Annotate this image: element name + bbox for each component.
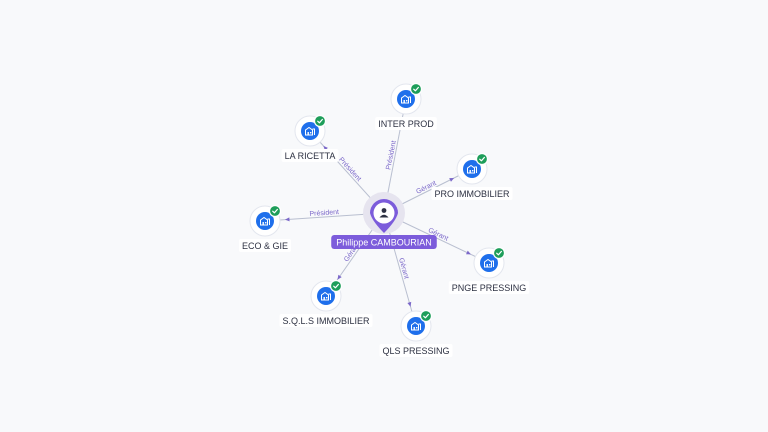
company-node-la-ricetta[interactable]: LA RICETTA bbox=[281, 114, 339, 163]
building-icon bbox=[484, 258, 494, 268]
company-node-qls-pressing[interactable]: QLS PRESSING bbox=[379, 309, 453, 358]
company-node-pnge-pressing[interactable]: PNGE PRESSING bbox=[448, 246, 530, 295]
person-icon bbox=[379, 208, 389, 218]
edge-relation-label: Président bbox=[309, 209, 339, 218]
verified-check-icon bbox=[329, 279, 343, 293]
company-name: QLS PRESSING bbox=[382, 346, 449, 356]
edge-arrow bbox=[284, 217, 290, 222]
building-icon bbox=[401, 94, 411, 104]
edges-layer: PrésidentGérantGérantGérantGérantPréside… bbox=[264, 98, 490, 327]
company-label[interactable]: PRO IMMOBILIER bbox=[431, 187, 513, 200]
company-name: PRO IMMOBILIER bbox=[434, 189, 510, 199]
building-icon bbox=[411, 321, 421, 331]
verified-check-icon bbox=[492, 246, 506, 260]
edge-arrow bbox=[323, 145, 328, 151]
nodes-layer: INTER PROD PRO IMMOBILIER PNGE PRESSING QLS… bbox=[238, 82, 530, 358]
edge-arrow bbox=[449, 177, 455, 182]
company-label[interactable]: PNGE PRESSING bbox=[448, 281, 530, 294]
edge-relation-label: Président bbox=[385, 140, 397, 170]
company-node-eco-gie[interactable]: ECO & GIE bbox=[238, 204, 292, 253]
company-label[interactable]: S.Q.L.S IMMOBILIER bbox=[279, 314, 373, 327]
verified-check-icon bbox=[409, 82, 423, 96]
company-label[interactable]: ECO & GIE bbox=[238, 239, 292, 252]
edge-arrow bbox=[466, 250, 471, 255]
building-icon bbox=[260, 216, 270, 226]
company-node-sqls-immobilier[interactable]: S.Q.L.S IMMOBILIER bbox=[279, 279, 373, 328]
company-node-inter-prod[interactable]: INTER PROD bbox=[375, 82, 437, 131]
company-label[interactable]: QLS PRESSING bbox=[379, 344, 453, 357]
edge-arrow bbox=[407, 301, 412, 307]
verified-check-icon bbox=[419, 309, 433, 323]
company-name: ECO & GIE bbox=[242, 241, 288, 251]
building-icon bbox=[467, 164, 477, 174]
company-node-pro-immobilier[interactable]: PRO IMMOBILIER bbox=[431, 152, 513, 201]
center-name: Philippe CAMBOURIAN bbox=[336, 238, 432, 248]
verified-check-icon bbox=[475, 152, 489, 166]
company-label[interactable]: LA RICETTA bbox=[281, 149, 339, 162]
company-label[interactable]: INTER PROD bbox=[375, 117, 437, 130]
company-name: INTER PROD bbox=[378, 119, 434, 129]
center-label[interactable]: Philippe CAMBOURIAN bbox=[331, 235, 437, 249]
company-name: S.Q.L.S IMMOBILIER bbox=[282, 316, 370, 326]
company-name: PNGE PRESSING bbox=[452, 283, 527, 293]
verified-check-icon bbox=[268, 204, 282, 218]
edge-relation-label: Président bbox=[337, 156, 362, 183]
building-icon bbox=[321, 291, 331, 301]
edge-arrow bbox=[337, 274, 342, 280]
center-pin-inner bbox=[373, 202, 395, 224]
building-icon bbox=[305, 126, 315, 136]
edge-relation-label: Gérant bbox=[397, 257, 410, 280]
verified-check-icon bbox=[313, 114, 327, 128]
company-name: LA RICETTA bbox=[285, 151, 336, 161]
center-node[interactable]: Philippe CAMBOURIAN bbox=[331, 192, 437, 249]
